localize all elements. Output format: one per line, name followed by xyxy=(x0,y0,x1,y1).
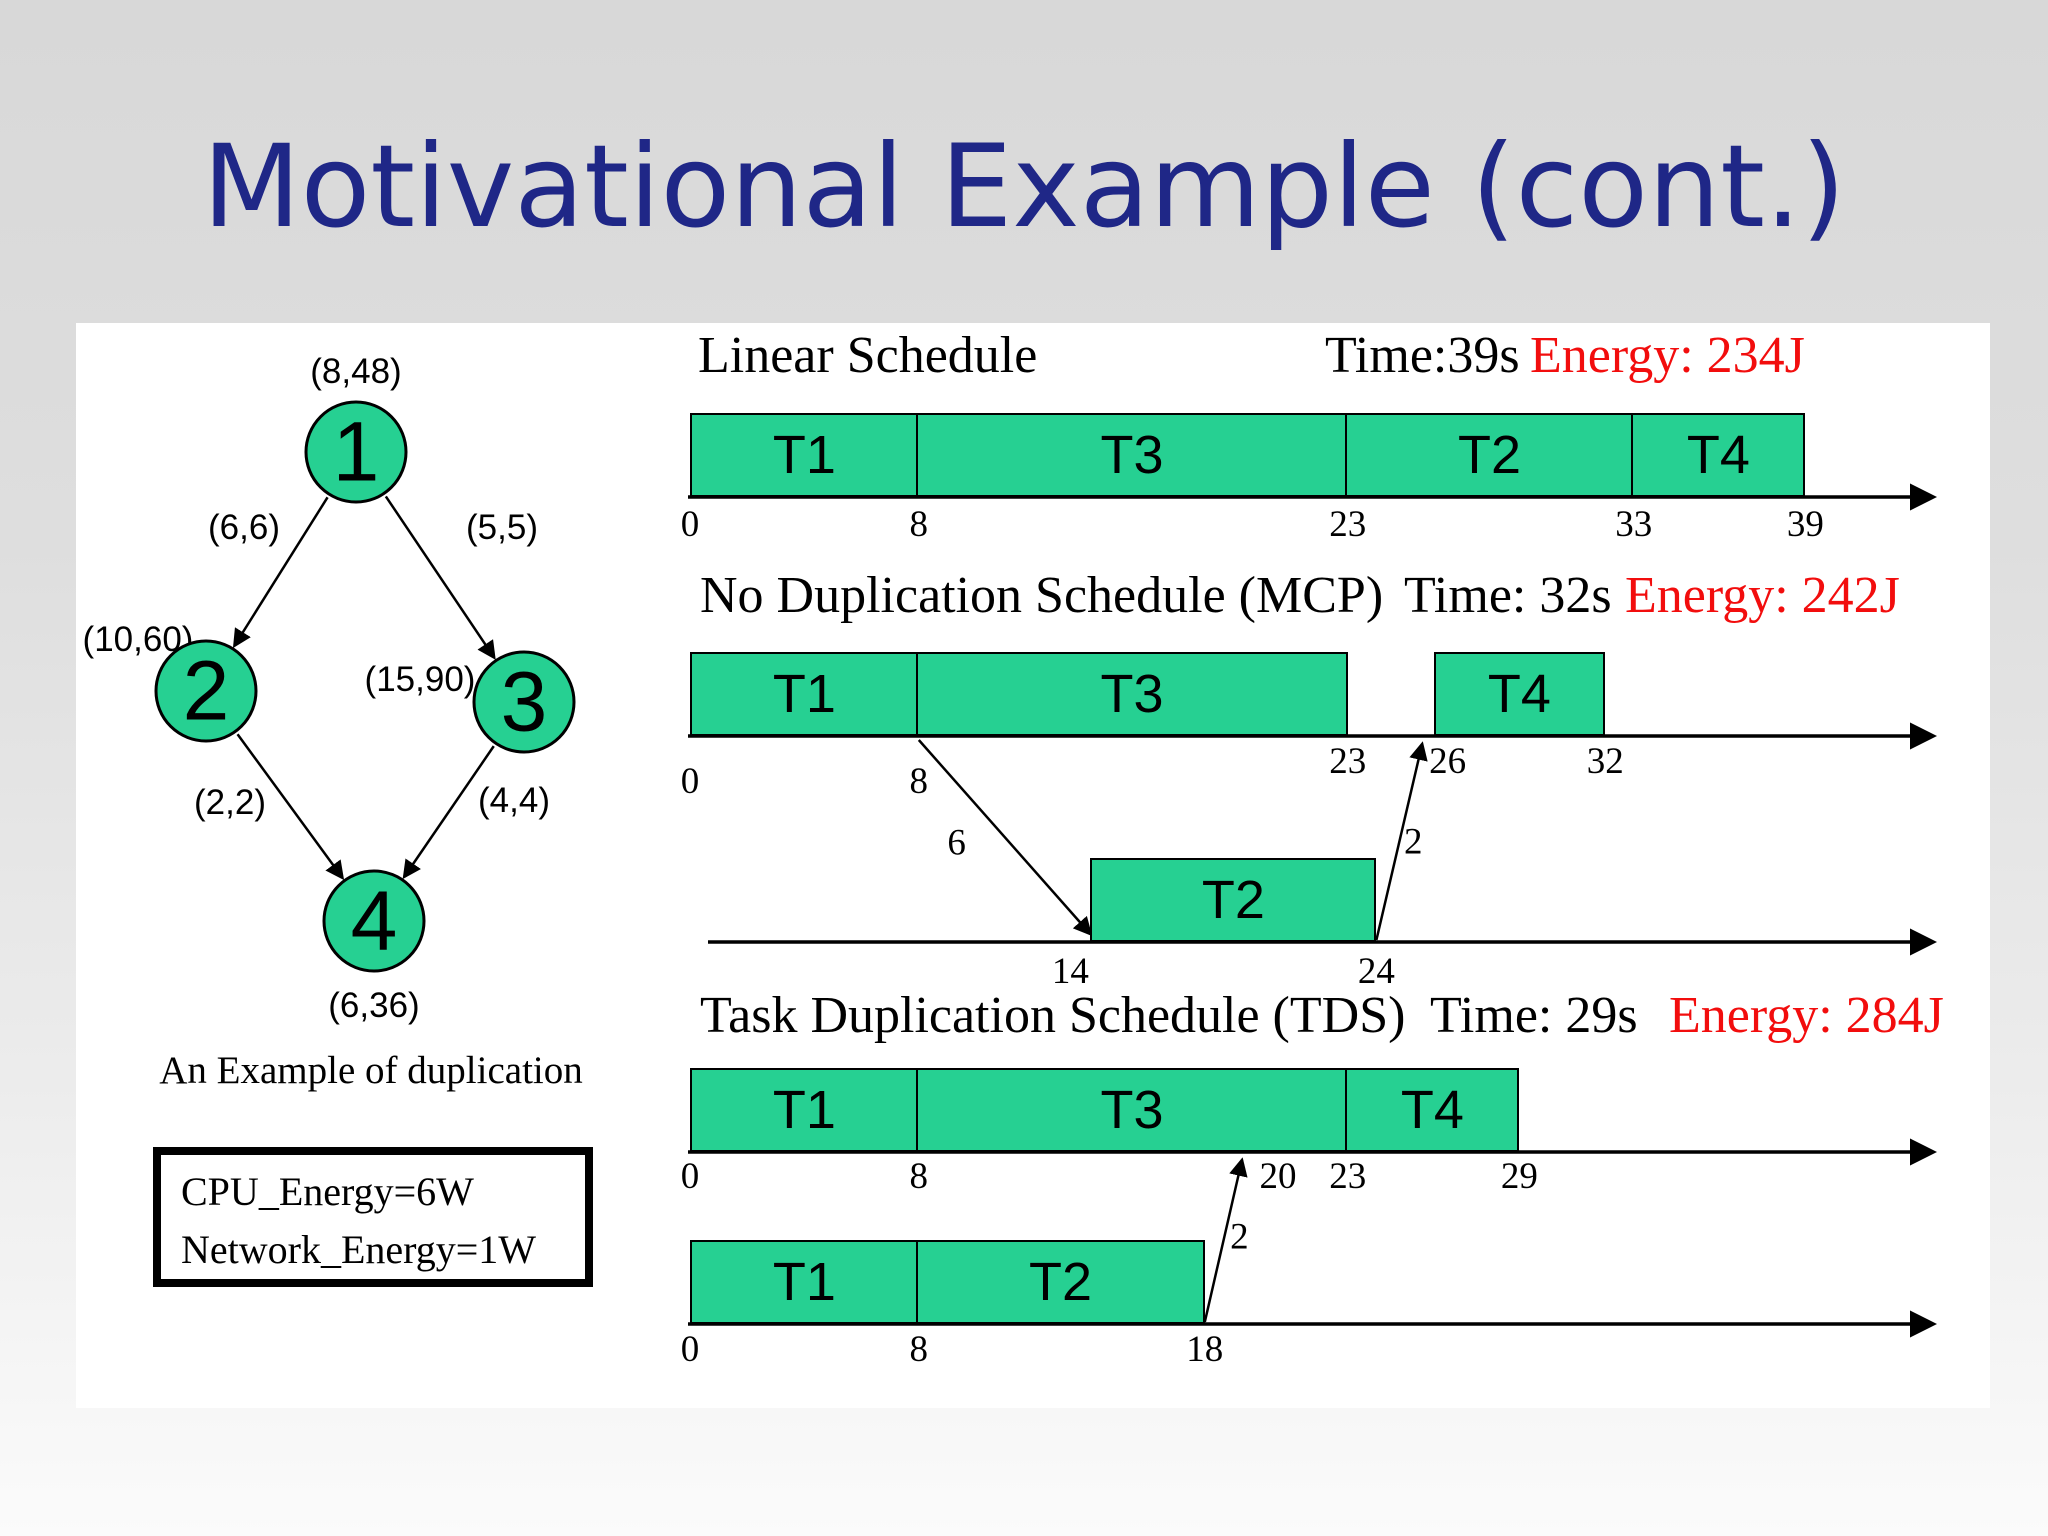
task-block-T1: T1 xyxy=(690,1240,919,1324)
task-block-T1: T1 xyxy=(690,652,919,736)
edge-1-2-label: (6,6) xyxy=(208,508,280,547)
task-node-2: 2 xyxy=(154,639,258,743)
tick-label-24: 24 xyxy=(1357,951,1395,992)
task-node-3: 3 xyxy=(472,650,576,754)
task-block-T2: T2 xyxy=(1345,413,1634,497)
comm-arrow-label-2: 2 xyxy=(1404,821,1423,863)
task-block-T4: T4 xyxy=(1631,413,1806,497)
tick-label-39: 39 xyxy=(1786,504,1824,545)
tick-label-8: 8 xyxy=(909,761,929,802)
tick-label-18: 18 xyxy=(1186,1329,1224,1370)
tick-label-29: 29 xyxy=(1500,1156,1538,1197)
graph-caption: An Example of duplication xyxy=(159,1049,583,1092)
tick-label-8: 8 xyxy=(909,504,929,545)
task-block-T2: T2 xyxy=(1090,858,1377,942)
tick-label-0: 0 xyxy=(680,1156,700,1197)
task-block-T3: T3 xyxy=(916,1068,1348,1152)
edge-2-4-label: (2,2) xyxy=(194,783,266,822)
task-node-1: 1 xyxy=(304,400,408,504)
tds-schedule-time: Time: 29s xyxy=(1430,987,1638,1044)
linear-schedule-energy: Energy: 234J xyxy=(1530,327,1805,384)
tick-label-0: 0 xyxy=(680,504,700,545)
linear-schedule-time: Time:39s xyxy=(1325,327,1520,384)
tick-label-23: 23 xyxy=(1329,1156,1367,1197)
tds-schedule-energy: Energy: 284J xyxy=(1669,987,1944,1044)
node-3-cost-label: (15,90) xyxy=(364,660,476,699)
tick-label-26: 26 xyxy=(1429,741,1467,782)
comm-arrow-label-6: 6 xyxy=(947,822,966,864)
linear-schedule-title: Linear Schedule xyxy=(698,327,1038,384)
tick-label-8: 8 xyxy=(909,1329,929,1370)
mcp-schedule-energy: Energy: 242J xyxy=(1625,567,1900,624)
slide-title: Motivational Example (cont.) xyxy=(202,120,1846,253)
energy-legend-box: CPU_Energy=6W Network_Energy=1W xyxy=(153,1147,593,1287)
network-energy-line: Network_Energy=1W xyxy=(181,1227,537,1272)
tick-label-32: 32 xyxy=(1586,741,1624,782)
tick-label-20: 20 xyxy=(1259,1156,1297,1197)
comm-arrow-label-2: 2 xyxy=(1230,1216,1249,1258)
mcp-schedule-title: No Duplication Schedule (MCP) xyxy=(700,567,1384,624)
edge-1-3-label: (5,5) xyxy=(466,508,538,547)
task-block-T4: T4 xyxy=(1345,1068,1520,1152)
tick-label-33: 33 xyxy=(1615,504,1653,545)
task-block-T2: T2 xyxy=(916,1240,1205,1324)
task-block-T4: T4 xyxy=(1433,652,1606,736)
node-1-cost-label: (8,48) xyxy=(310,352,402,391)
edge-3-4-label: (4,4) xyxy=(478,781,550,820)
tick-label-8: 8 xyxy=(909,1156,929,1197)
tds-schedule-title: Task Duplication Schedule (TDS) xyxy=(700,987,1406,1044)
tick-label-0: 0 xyxy=(680,761,700,802)
task-block-T1: T1 xyxy=(690,413,919,497)
task-block-T1: T1 xyxy=(690,1068,919,1152)
tick-label-23: 23 xyxy=(1329,504,1367,545)
task-block-T3: T3 xyxy=(916,413,1348,497)
mcp-schedule-time: Time: 32s xyxy=(1404,567,1612,624)
tick-label-0: 0 xyxy=(680,1329,700,1370)
task-node-4: 4 xyxy=(322,869,426,973)
tick-label-14: 14 xyxy=(1051,951,1089,992)
task-block-T3: T3 xyxy=(916,652,1348,736)
cpu-energy-line: CPU_Energy=6W xyxy=(181,1169,474,1214)
node-4-cost-label: (6,36) xyxy=(328,986,420,1025)
tick-label-23: 23 xyxy=(1329,741,1367,782)
